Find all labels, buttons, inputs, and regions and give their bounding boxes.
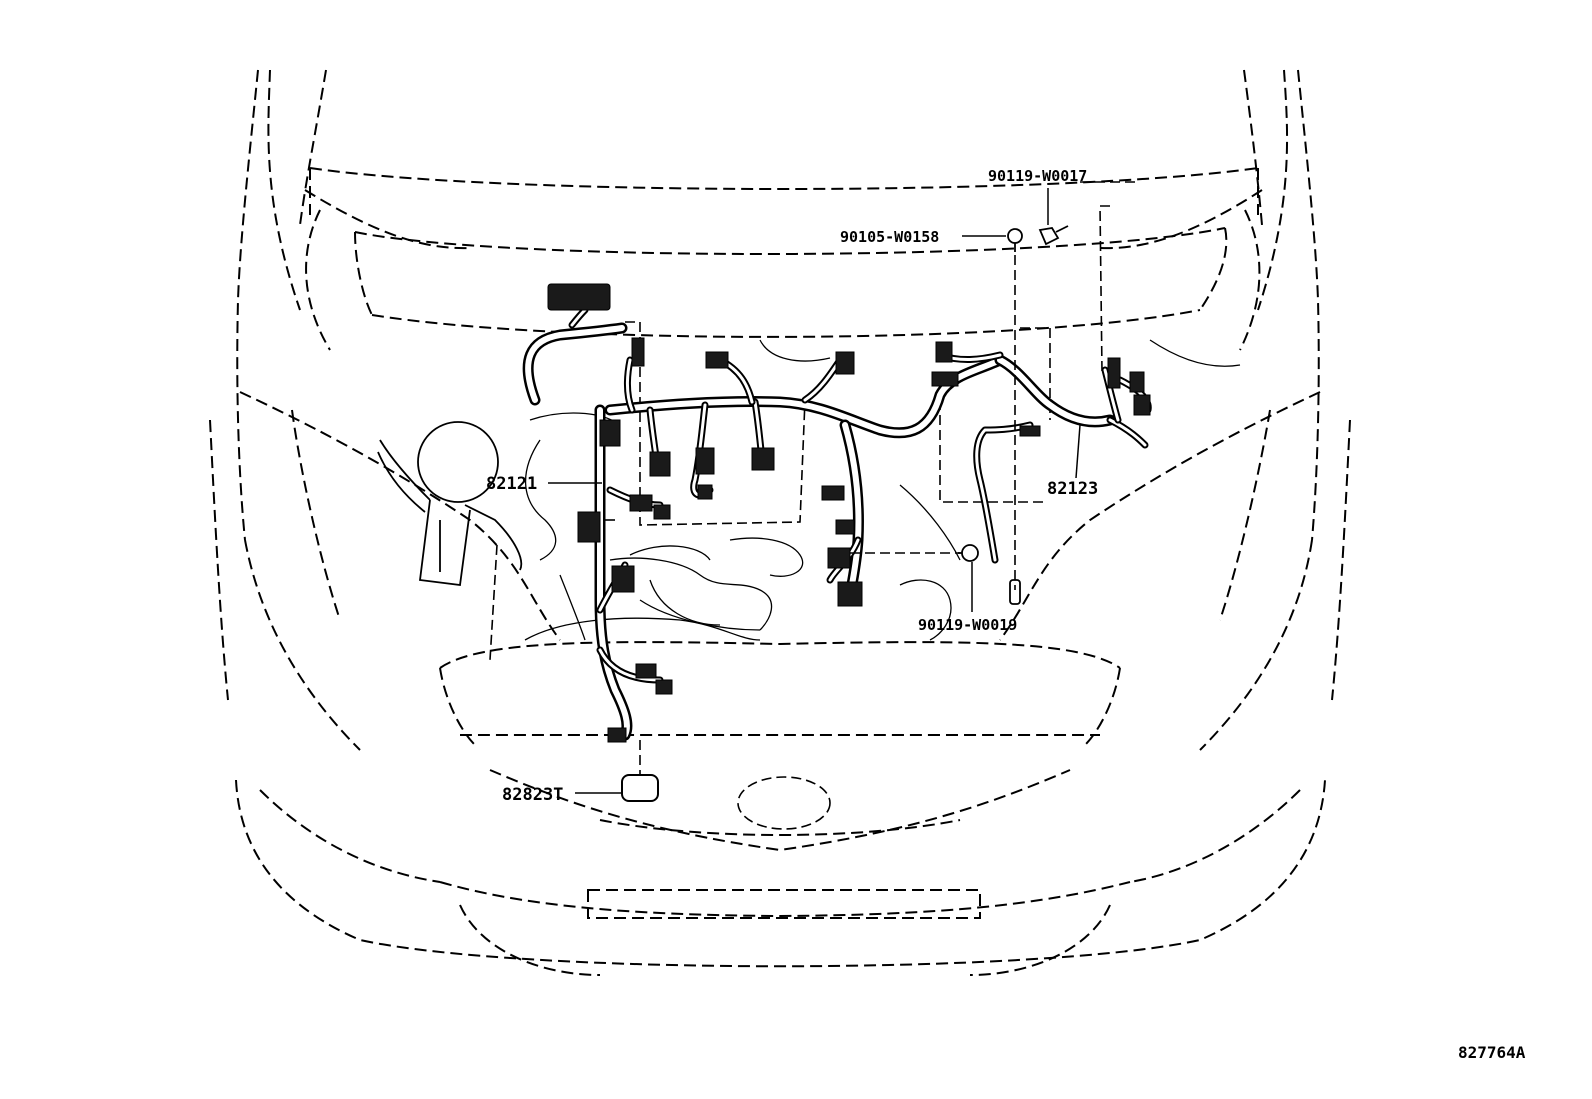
figure-number: 827764A xyxy=(1458,1043,1526,1062)
leader-lines xyxy=(489,188,1081,794)
part-label-90119-W0019: 90119-W0019 xyxy=(918,616,1017,634)
bolt-icon xyxy=(958,544,979,562)
bolt-icon xyxy=(1038,225,1069,246)
engine-components xyxy=(377,339,1241,641)
fasteners xyxy=(958,225,1069,605)
vehicle-body-outline xyxy=(209,69,1351,976)
part-label-82121: 82121 xyxy=(486,474,537,494)
part-label-82123: 82123 xyxy=(1047,479,1098,499)
assembly-boxes xyxy=(605,181,1135,526)
part-label-82823T: 82823T xyxy=(502,785,563,805)
stud-icon xyxy=(1009,579,1021,605)
bolt-icon xyxy=(1007,228,1023,252)
part-label-90105-W0158: 90105-W0158 xyxy=(840,228,939,246)
part-callouts: 90119-W0017 90105-W0158 82121 82123 9011… xyxy=(486,167,1098,805)
part-label-90119-W0017: 90119-W0017 xyxy=(988,167,1087,185)
connectors xyxy=(547,283,1151,802)
